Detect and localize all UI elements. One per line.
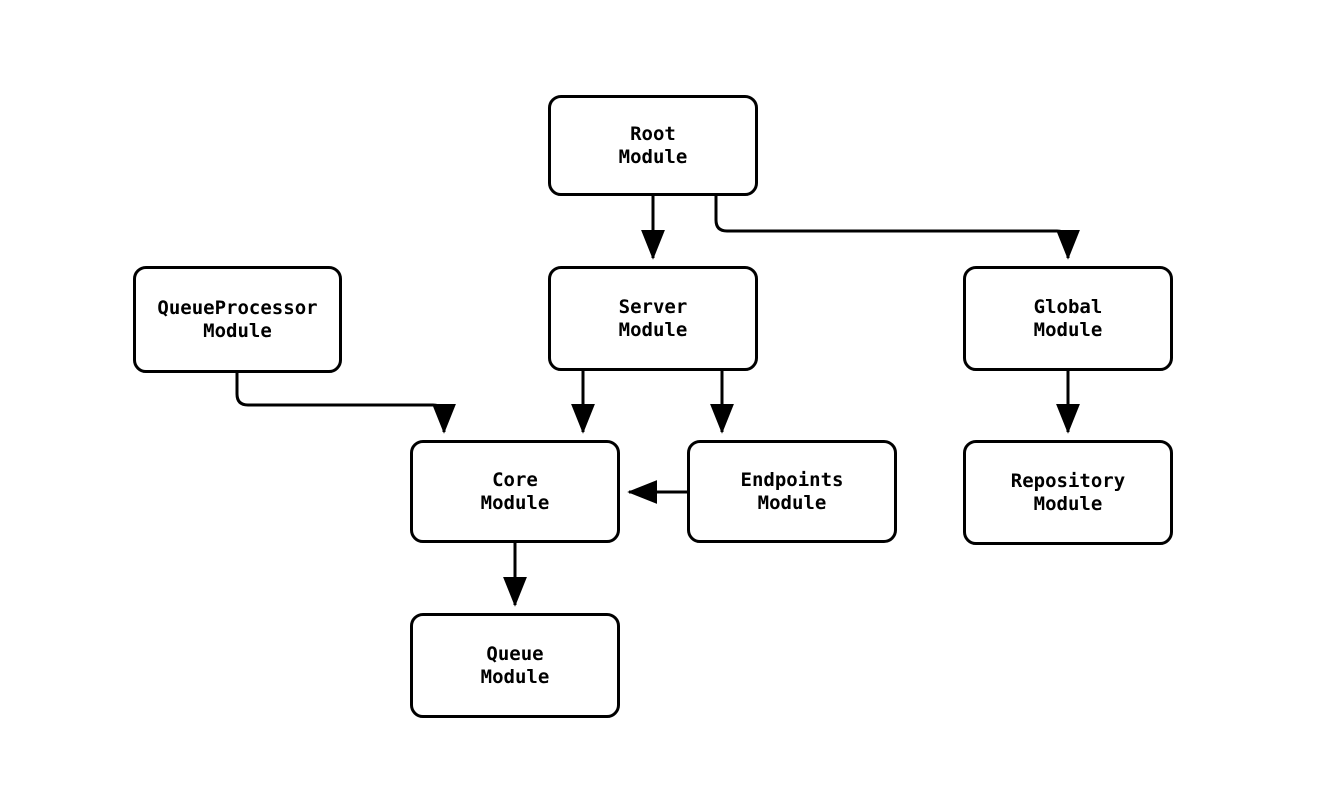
edge-root-global — [714, 196, 1080, 260]
node-label: Queue Module — [480, 642, 550, 688]
node-label: Core Module — [480, 468, 550, 514]
node-server-module[interactable]: Server Module — [548, 266, 758, 371]
edge-queueprocessor-core — [235, 373, 456, 434]
node-label: Root Module — [618, 122, 688, 168]
node-core-module[interactable]: Core Module — [410, 440, 620, 543]
node-label: QueueProcessor Module — [157, 296, 318, 342]
node-label: Global Module — [1033, 295, 1103, 341]
node-root-module[interactable]: Root Module — [548, 95, 758, 196]
node-queue-module[interactable]: Queue Module — [410, 613, 620, 718]
node-global-module[interactable]: Global Module — [963, 266, 1173, 371]
node-label: Server Module — [618, 295, 688, 341]
node-label: Endpoints Module — [740, 468, 844, 514]
node-endpoints-module[interactable]: Endpoints Module — [687, 440, 897, 543]
node-queueprocessor-module[interactable]: QueueProcessor Module — [133, 266, 342, 373]
node-label: Repository Module — [1010, 469, 1126, 515]
node-repository-module[interactable]: Repository Module — [963, 440, 1173, 545]
